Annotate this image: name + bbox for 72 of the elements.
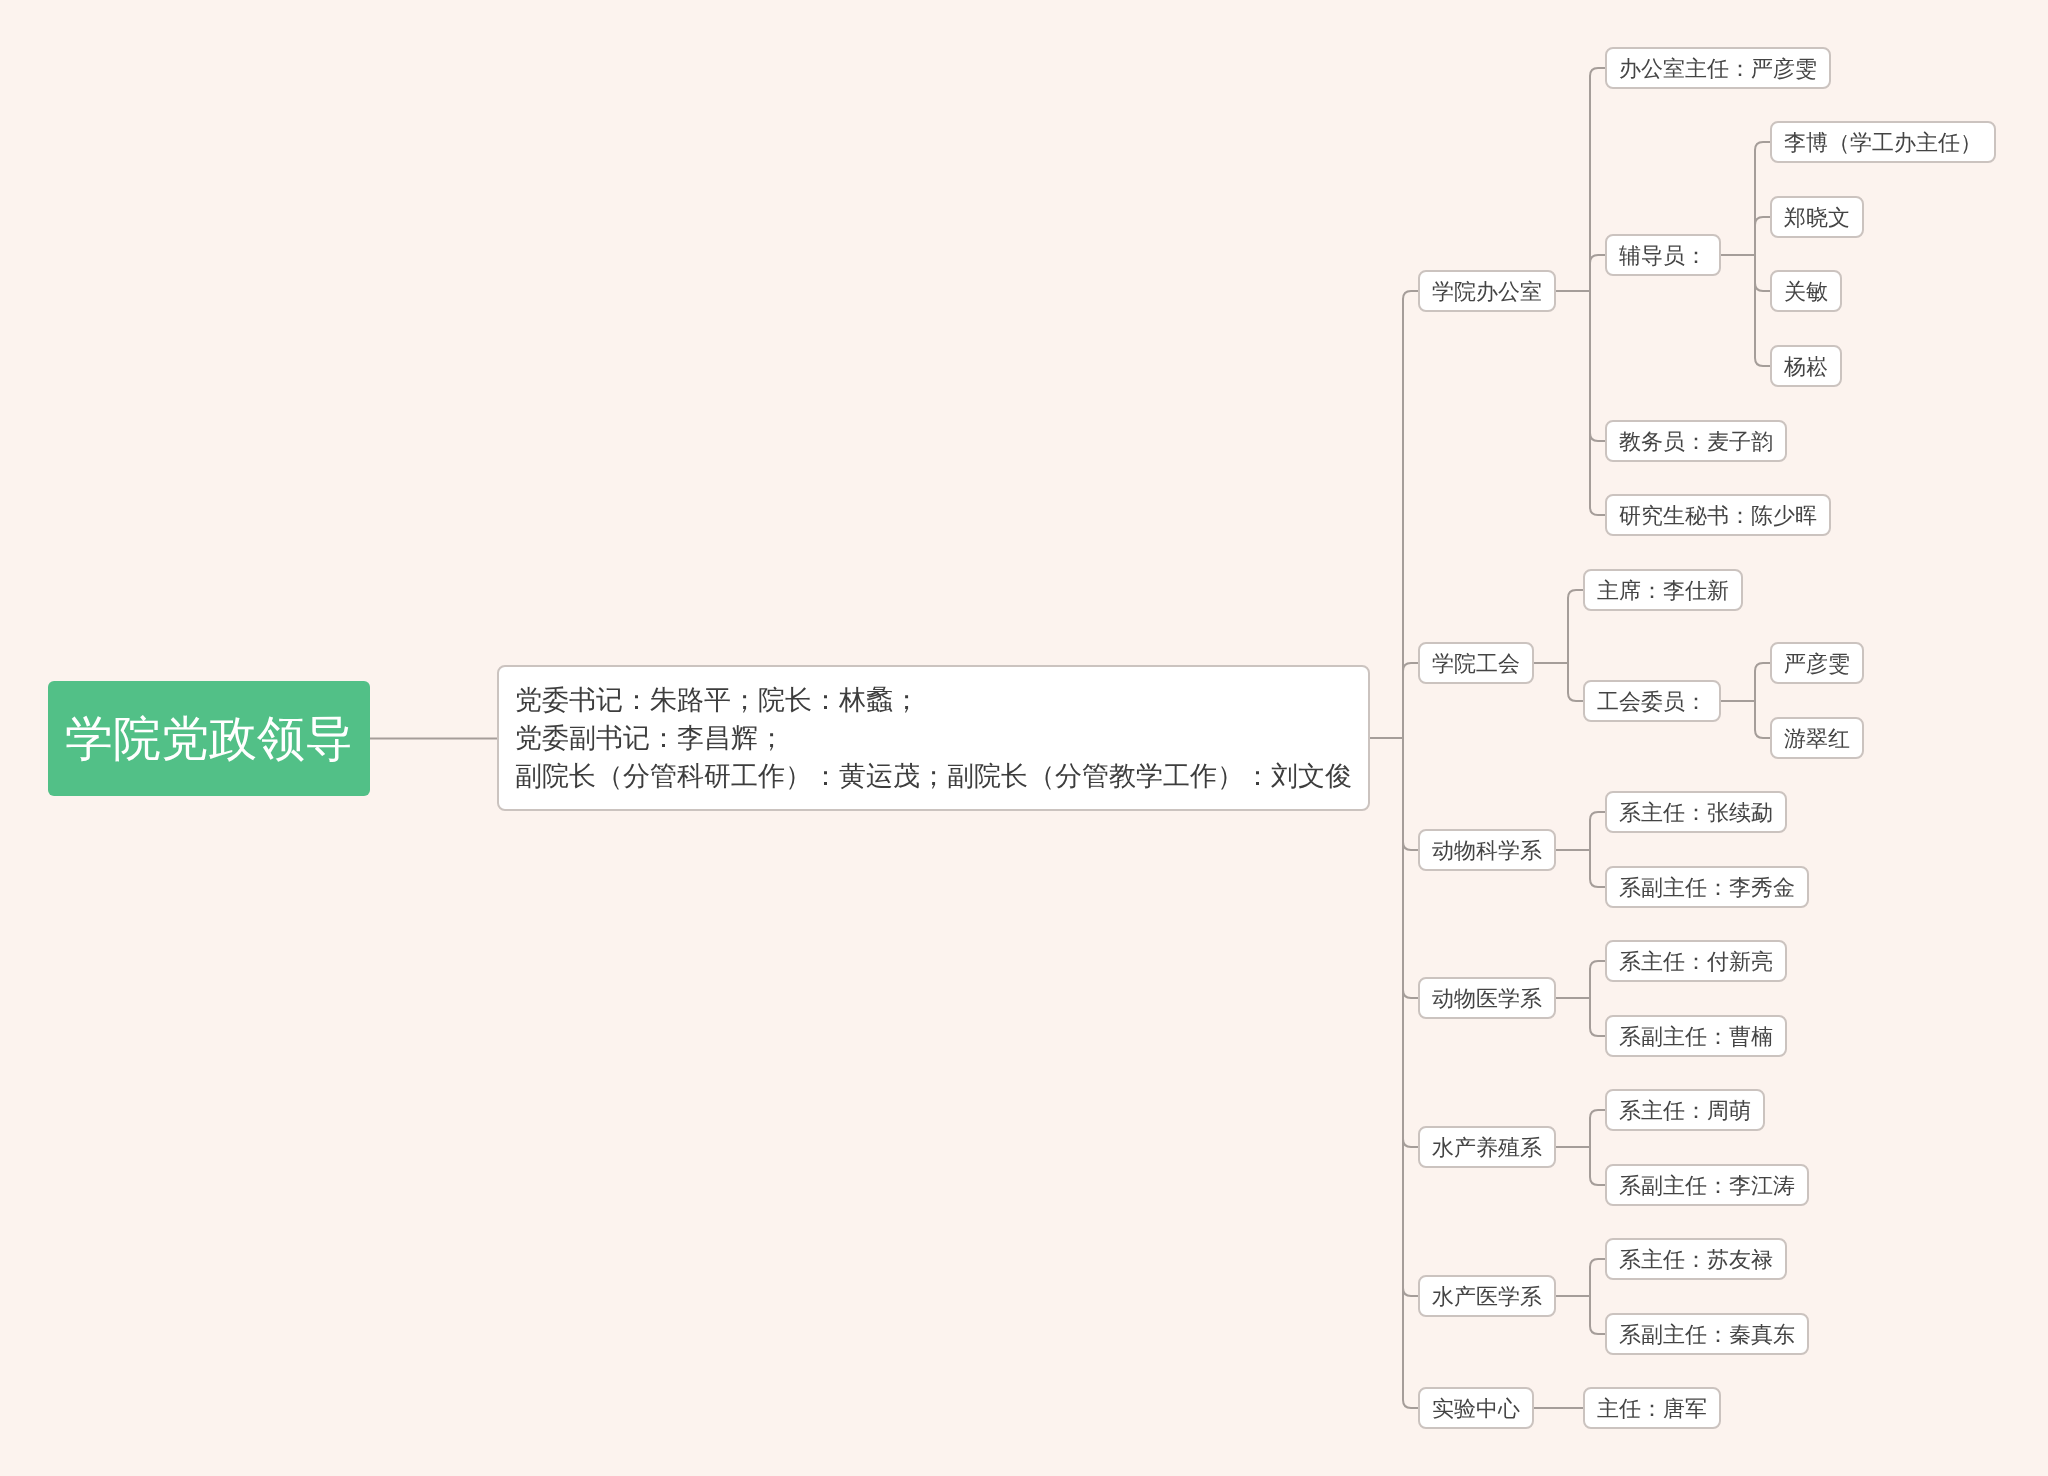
topic-text: 工会委员： xyxy=(1597,687,1707,716)
connector-line xyxy=(1555,290,1606,516)
topic-text: 主席：李仕新 xyxy=(1597,576,1729,605)
topic-box xyxy=(1605,866,1809,908)
topic-box xyxy=(1770,270,1842,312)
topic-text: 系副主任：李秀金 xyxy=(1619,873,1795,902)
topic-text: 系主任：付新亮 xyxy=(1619,947,1773,976)
connector-line xyxy=(1555,849,1606,888)
topic-text: 关敏 xyxy=(1784,277,1828,306)
topic-box xyxy=(1770,121,1996,163)
topic-text: 辅导员： xyxy=(1619,241,1707,270)
connector-line xyxy=(1533,662,1584,702)
connector-line xyxy=(1533,1407,1584,1409)
topic-text: 学院党政领导 xyxy=(65,709,353,768)
topic-text: 系副主任：秦真东 xyxy=(1619,1320,1795,1349)
connector-line xyxy=(369,737,498,740)
topic-text: 动物医学系 xyxy=(1432,984,1542,1013)
connector-line xyxy=(1555,1295,1606,1335)
topic-box xyxy=(1605,1313,1809,1355)
topic-text: 研究生秘书：陈少晖 xyxy=(1619,501,1817,530)
topic-box xyxy=(1418,642,1534,684)
topic-text: 学院工会 xyxy=(1432,649,1520,678)
topic-box xyxy=(1605,1089,1765,1131)
topic-box xyxy=(1583,680,1721,722)
topic-text: 系主任：苏友禄 xyxy=(1619,1245,1773,1274)
topic-box xyxy=(1770,642,1864,684)
topic-box xyxy=(1605,494,1831,536)
root-topic-box xyxy=(48,680,370,796)
topic-text: 教务员：麦子韵 xyxy=(1619,427,1773,456)
topic-box xyxy=(1605,47,1831,89)
topic-text: 水产养殖系 xyxy=(1432,1133,1542,1162)
topic-text: 李博（学工办主任） xyxy=(1784,128,1982,157)
topic-box xyxy=(1770,196,1864,238)
topic-box xyxy=(1418,270,1556,312)
topic-text: 郑晓文 xyxy=(1784,203,1850,232)
topic-text: 办公室主任：严彦雯 xyxy=(1619,54,1817,83)
topic-box xyxy=(1418,1126,1556,1168)
topic-text: 系副主任：曹楠 xyxy=(1619,1022,1773,1051)
connector-line xyxy=(1555,1146,1606,1186)
topic-text: 严彦雯 xyxy=(1784,649,1850,678)
connector-line xyxy=(1720,700,1771,739)
topic-box xyxy=(1605,1238,1787,1280)
topic-text: 杨崧 xyxy=(1784,352,1828,381)
topic-text: 党委副书记：李昌辉； xyxy=(515,721,786,755)
connector-line xyxy=(1720,254,1771,367)
topic-box xyxy=(1418,829,1556,871)
topic-text: 动物科学系 xyxy=(1432,836,1542,865)
topic-box xyxy=(1605,1164,1809,1206)
topic-text: 水产医学系 xyxy=(1432,1282,1542,1311)
topic-box xyxy=(1605,420,1787,462)
topic-box xyxy=(1418,1275,1556,1317)
topic-text: 党委书记：朱路平；院长：林蠡； xyxy=(515,683,921,717)
topic-text: 副院长（分管科研工作）：黄运茂；副院长（分管教学工作）：刘文俊 xyxy=(515,759,1352,793)
topic-text: 游翠红 xyxy=(1784,724,1850,753)
topic-box xyxy=(1605,791,1787,833)
topic-box xyxy=(1418,977,1556,1019)
connector-line xyxy=(1555,997,1606,1037)
topic-text: 主任：唐军 xyxy=(1597,1394,1707,1423)
topic-box xyxy=(1583,569,1743,611)
topic-text: 实验中心 xyxy=(1432,1394,1520,1423)
topic-box xyxy=(1770,717,1864,759)
topic-box xyxy=(1605,234,1721,276)
topic-box xyxy=(1418,1387,1534,1429)
topic-text: 学院办公室 xyxy=(1432,277,1542,306)
topic-box xyxy=(1583,1387,1721,1429)
topic-text: 系主任：张续勐 xyxy=(1619,798,1773,827)
topic-box xyxy=(1605,1015,1787,1057)
topic-box xyxy=(1605,940,1787,982)
topic-text: 系副主任：李江涛 xyxy=(1619,1171,1795,1200)
summary-box xyxy=(497,665,1370,811)
topic-box xyxy=(1770,345,1842,387)
topic-text: 系主任：周萌 xyxy=(1619,1096,1751,1125)
